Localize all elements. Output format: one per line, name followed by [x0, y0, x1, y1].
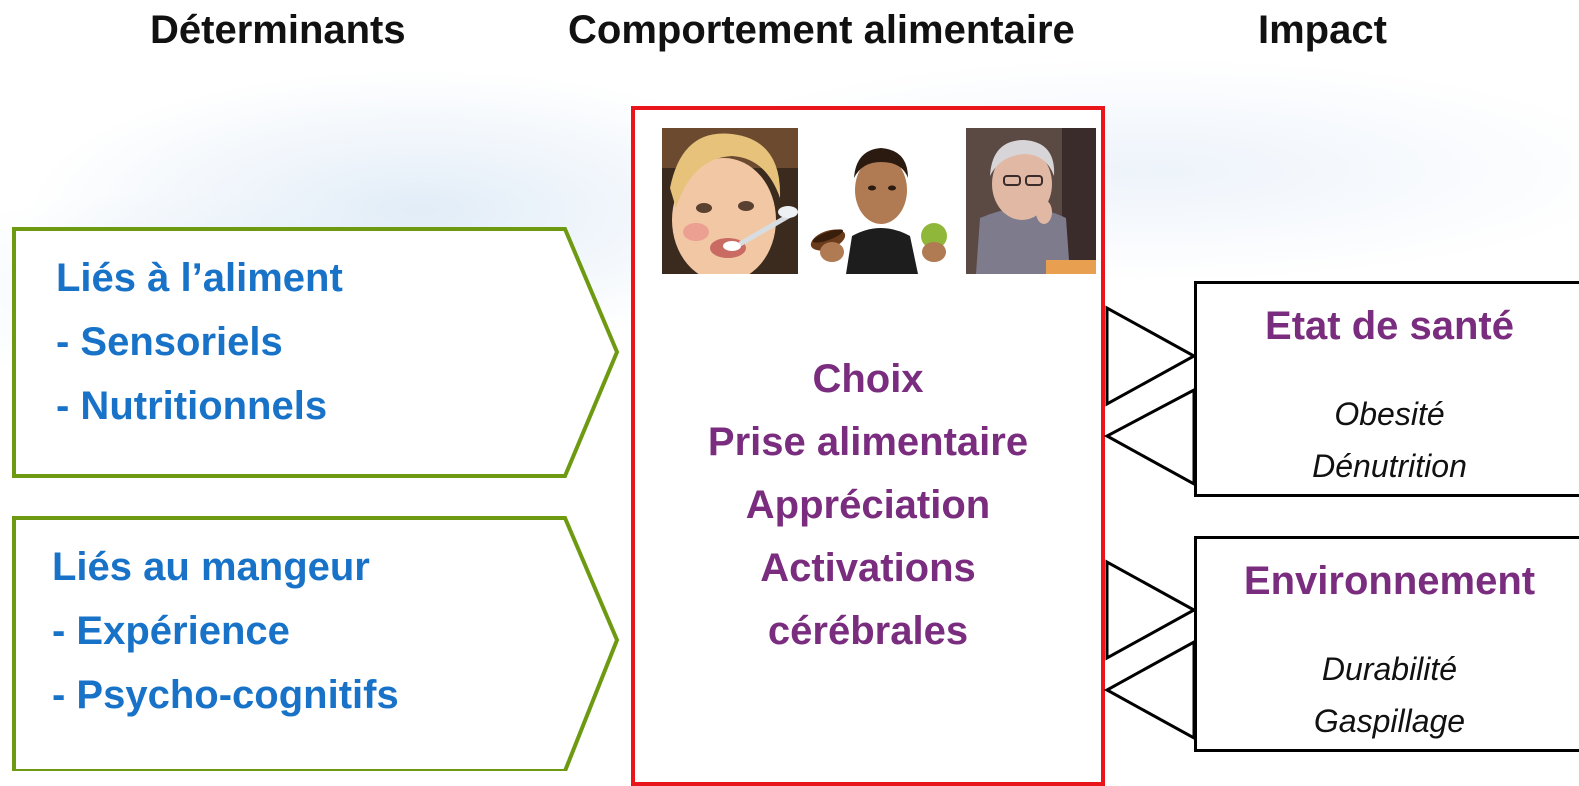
behaviour-line: Appréciation — [745, 483, 991, 527]
child-eating-photo — [662, 128, 798, 274]
impact-box-health: Etat de santé Obesité Dénutrition — [1194, 281, 1579, 497]
impact-environment-items: Durabilité Gaspillage — [1197, 643, 1579, 747]
determinant-food-item: - Sensoriels — [56, 320, 283, 364]
impact-environment-item: Durabilité — [1321, 651, 1458, 687]
determinant-eater-item: - Expérience — [52, 609, 290, 653]
impact-health-title: Etat de santé — [1265, 304, 1514, 348]
behaviour-text: Choix Prise alimentaire Appréciation Act… — [633, 348, 1103, 663]
behaviour-line: Prise alimentaire — [707, 420, 1029, 464]
impact-health-item: Obesité — [1334, 396, 1445, 432]
behaviour-line: Choix — [812, 357, 924, 401]
impact-health-items: Obesité Dénutrition — [1197, 388, 1579, 492]
header-determinants: Déterminants — [150, 8, 406, 52]
elderly-woman-eating-photo — [966, 128, 1096, 274]
impact-environment-item: Gaspillage — [1313, 703, 1466, 739]
behaviour-line: Activations — [760, 546, 976, 590]
man-with-pastry-and-apple-photo — [806, 128, 956, 274]
determinant-eater: Liés au mangeur - Expérience - Psycho-co… — [52, 535, 399, 727]
determinant-food: Liés à l’aliment - Sensoriels - Nutritio… — [56, 246, 343, 438]
determinant-box-food — [12, 227, 620, 771]
impact-health-item: Dénutrition — [1312, 448, 1467, 484]
header-impact: Impact — [1258, 8, 1387, 52]
header-behaviour: Comportement alimentaire — [568, 8, 1075, 52]
impact-box-environment: Environnement Durabilité Gaspillage — [1194, 536, 1579, 752]
impact-environment-title: Environnement — [1243, 559, 1536, 603]
determinant-eater-item: - Psycho-cognitifs — [52, 673, 399, 717]
behaviour-line: cérébrales — [767, 609, 969, 653]
determinant-eater-title: Liés au mangeur — [52, 545, 370, 589]
determinant-food-title: Liés à l’aliment — [56, 256, 343, 300]
determinant-food-item: - Nutritionnels — [56, 384, 328, 428]
